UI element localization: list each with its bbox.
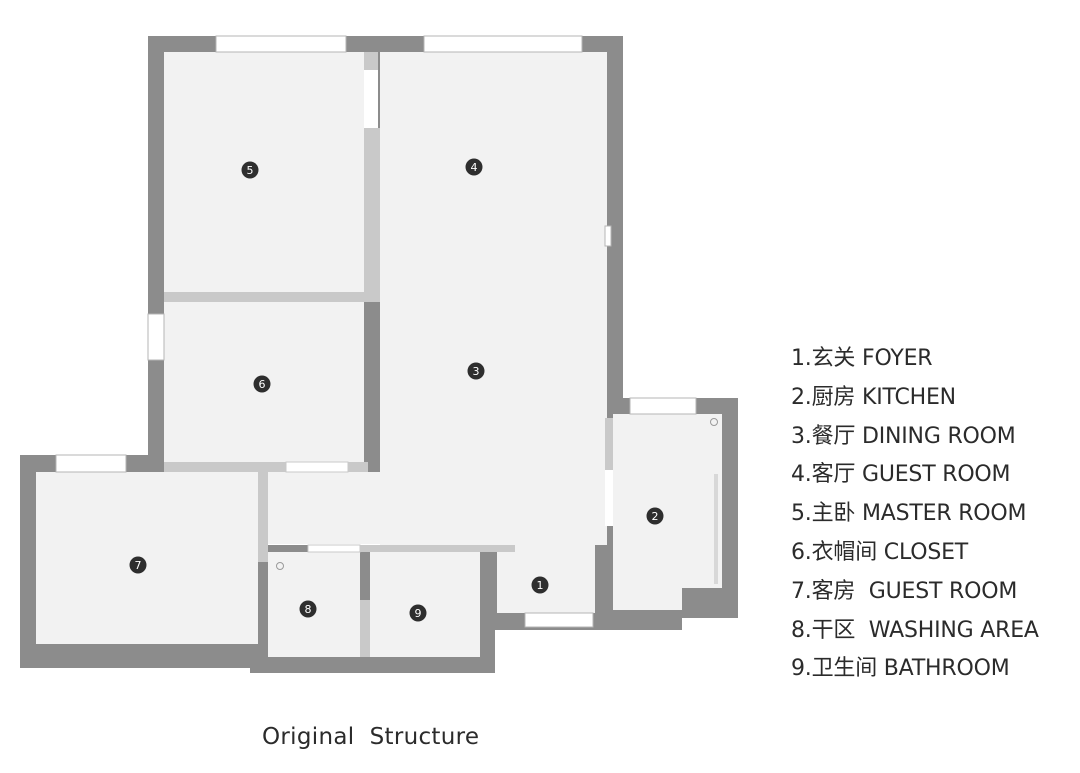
room-marker-dining-room: 3 bbox=[467, 362, 485, 380]
door-washing bbox=[307, 544, 361, 553]
floor-kitchen bbox=[613, 414, 722, 610]
partition-closet-bottom bbox=[164, 462, 368, 472]
floor-kitchen-corner bbox=[682, 588, 738, 618]
window-closet-left bbox=[147, 313, 165, 361]
interior-partitions bbox=[164, 128, 613, 657]
room-marker-bathroom: 9 bbox=[409, 604, 427, 622]
room-marker-label: 3 bbox=[473, 365, 480, 378]
floor-second-guest-room bbox=[36, 472, 258, 644]
legend-item-foyer: 1.玄关 FOYER bbox=[791, 346, 933, 371]
room-marker-label: 6 bbox=[259, 378, 266, 391]
kitchen-counter bbox=[714, 474, 718, 584]
window-guest-top bbox=[423, 35, 583, 53]
window-guest-right bbox=[604, 225, 612, 247]
room-floors bbox=[36, 52, 738, 657]
room-marker-master-room: 5 bbox=[241, 161, 259, 179]
room-marker-washing-area: 8 bbox=[299, 600, 317, 618]
window-second-guest-top bbox=[55, 454, 127, 473]
room-marker-guest-room: 4 bbox=[465, 158, 483, 176]
legend-item-kitchen: 2.厨房 KITCHEN bbox=[791, 384, 956, 410]
room-marker-label: 2 bbox=[652, 510, 659, 523]
room-marker-label: 5 bbox=[247, 164, 254, 177]
floor-bathroom bbox=[370, 552, 480, 657]
partition-master-dining bbox=[364, 128, 380, 298]
room-marker-label: 9 bbox=[415, 607, 422, 620]
room-marker-kitchen: 2 bbox=[646, 507, 664, 525]
room-marker-second-guest-room: 7 bbox=[129, 556, 147, 574]
windows-and-doors bbox=[55, 35, 718, 628]
partition-wet-middle bbox=[360, 600, 370, 657]
door-closet bbox=[285, 461, 349, 473]
legend-item-closet: 6.衣帽间 CLOSET bbox=[791, 539, 969, 565]
room-marker-label: 4 bbox=[471, 161, 478, 174]
door-entrance bbox=[524, 612, 594, 628]
floor-dining-lower bbox=[268, 472, 607, 544]
door-kitchen bbox=[605, 470, 613, 526]
floor-guest-dining bbox=[380, 52, 607, 545]
room-marker-label: 7 bbox=[135, 559, 142, 572]
legend-item-dining-room: 3.餐厅 DINING ROOM bbox=[791, 423, 1016, 449]
fixture-kitchen bbox=[710, 418, 718, 426]
room-marker-label: 1 bbox=[537, 579, 544, 592]
partition-guestroom-right bbox=[258, 472, 268, 562]
room-legend: 1.玄关 FOYER 2.厨房 KITCHEN 3.餐厅 DINING ROOM… bbox=[791, 344, 1039, 693]
room-marker-closet: 6 bbox=[253, 375, 271, 393]
legend-item-master-room: 5.主卧 MASTER ROOM bbox=[791, 501, 1027, 527]
door-master bbox=[364, 70, 378, 128]
fixture-washing bbox=[276, 562, 284, 570]
room-markers: 1 2 3 4 5 6 7 8 bbox=[129, 158, 664, 622]
room-marker-label: 8 bbox=[305, 603, 312, 616]
partition-closet-dining bbox=[364, 302, 380, 472]
floor-master-room bbox=[164, 52, 364, 292]
plan-caption: Original Structure bbox=[262, 724, 480, 750]
room-marker-foyer: 1 bbox=[531, 576, 549, 594]
legend-item-washing-area: 8.干区 WASHING AREA bbox=[791, 617, 1039, 643]
legend-item-bathroom: 9.卫生间 BATHROOM bbox=[791, 656, 1010, 682]
window-kitchen-top bbox=[629, 397, 697, 415]
window-master-top bbox=[215, 35, 347, 53]
door-frame-master bbox=[364, 52, 378, 70]
legend-item-second-guest-room: 7.客房 GUEST ROOM bbox=[791, 578, 1018, 604]
partition-master-closet bbox=[164, 292, 380, 302]
legend-item-guest-room: 4.客厅 GUEST ROOM bbox=[791, 462, 1011, 488]
partition-wet-top bbox=[360, 545, 515, 552]
